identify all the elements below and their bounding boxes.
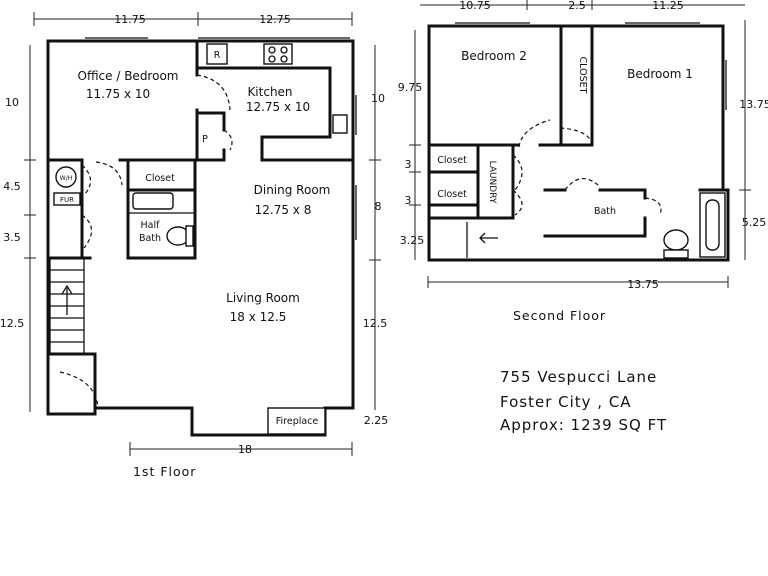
stovetop (263, 43, 293, 65)
office-wall (46, 68, 199, 162)
half-bath-label-1: Half (141, 220, 161, 231)
dim-left-upper: 10 (5, 96, 19, 109)
toilet-tank (185, 225, 194, 247)
first-floor-plan (24, 12, 381, 456)
door-swing (196, 74, 231, 111)
dim-top-left: 11.75 (114, 13, 146, 26)
fireplace-label: Fireplace (276, 416, 319, 427)
dim-right-bottom: 12.5 (363, 317, 388, 330)
dining-room-label: Dining Room (254, 183, 331, 197)
furnace (53, 192, 81, 206)
door-swing (559, 127, 593, 146)
kitchen-size: 12.75 x 10 (246, 100, 310, 114)
bedroom2-label: Bedroom 2 (461, 49, 527, 63)
closet-a-label: Closet (437, 155, 467, 166)
closet-b-label: Closet (437, 189, 467, 200)
address-line-3: Approx: 1239 SQ FT (500, 416, 667, 434)
half-bath-label-2: Bath (139, 233, 161, 244)
pantry-label: P (202, 134, 208, 145)
dim2-top-left: 10.75 (459, 0, 491, 12)
dim2-top-right: 11.25 (652, 0, 684, 12)
water-heater-label: W/H (60, 175, 72, 182)
door-swing (564, 178, 599, 191)
dim2-left-c: 3.25 (400, 234, 425, 247)
vanity (132, 192, 174, 210)
closet-wall (126, 158, 197, 260)
door-swing (518, 119, 551, 148)
entry-wall (46, 352, 97, 410)
dim-top-right: 12.75 (259, 13, 291, 26)
dim2-left-a: 3 (405, 158, 412, 171)
stairs (49, 257, 85, 355)
first-floor-exterior-wall (46, 39, 355, 437)
range-label: R (214, 50, 221, 61)
door-swing (512, 154, 523, 191)
second-floor-caption: Second Floor (513, 308, 606, 323)
office-bedroom-size: 11.75 x 10 (86, 87, 150, 101)
dim2-right-bot: 5.25 (742, 216, 767, 229)
dim2-left-top: 9.75 (398, 81, 423, 94)
door-swing (81, 164, 92, 196)
dim2-right-top: 13.75 (739, 98, 768, 111)
dining-room-size: 12.75 x 8 (255, 203, 312, 217)
range (206, 43, 228, 65)
address-line-1: 755 Vespucci Lane (500, 368, 657, 386)
dim-left-bottom: 12.5 (0, 317, 24, 330)
second-floor-exterior-wall (427, 24, 730, 262)
bath-wall (543, 188, 725, 238)
dim2-bottom: 13.75 (627, 278, 659, 291)
front-door-swing (59, 371, 99, 409)
door-swing (223, 129, 233, 151)
door-swing (512, 189, 523, 216)
furnace-label: FUR (60, 196, 74, 204)
upstairs-toilet-tank (663, 249, 689, 259)
dim-right-fireplace: 2.25 (364, 414, 389, 427)
upstairs-toilet (663, 229, 689, 251)
bath-label: Bath (594, 206, 616, 217)
dim-right-mid: 8 (375, 200, 382, 213)
living-room-label: Living Room (226, 291, 300, 305)
dim-left-mid: 4.5 (3, 180, 21, 193)
first-floor-caption: 1st Floor (133, 464, 196, 479)
water-heater (55, 166, 77, 188)
kitchen-label: Kitchen (247, 85, 292, 99)
dim2-top-mid: 2.5 (568, 0, 586, 12)
dim-right-upper: 10 (371, 92, 385, 105)
kitchen-counter (195, 39, 355, 162)
door-swing (95, 161, 123, 186)
hall-closets-wall (427, 143, 515, 220)
sink (332, 114, 348, 134)
bathtub-basin (705, 199, 720, 251)
dim-bottom: 18 (238, 443, 252, 456)
bedroom1-label: Bedroom 1 (627, 67, 693, 81)
first-floor-closet-label: Closet (145, 173, 175, 184)
closet-vertical-wall (559, 24, 594, 147)
pantry-wall (195, 111, 226, 162)
second-floor-plan (409, 0, 751, 288)
dim2-left-b: 3 (405, 194, 412, 207)
first-floor-dimensions (24, 12, 381, 456)
dim-left-low: 3.5 (3, 231, 21, 244)
closet-vertical-label: CLOSET (577, 57, 588, 94)
address-line-2: Foster City , CA (500, 393, 632, 411)
door-swing (81, 214, 93, 249)
living-room-size: 18 x 12.5 (230, 310, 287, 324)
fireplace (267, 407, 326, 435)
office-bedroom-label: Office / Bedroom (78, 69, 179, 83)
laundry-label: LAUNDRY (487, 161, 497, 204)
second-floor-dimensions (409, 0, 751, 288)
door-swing (644, 197, 662, 216)
